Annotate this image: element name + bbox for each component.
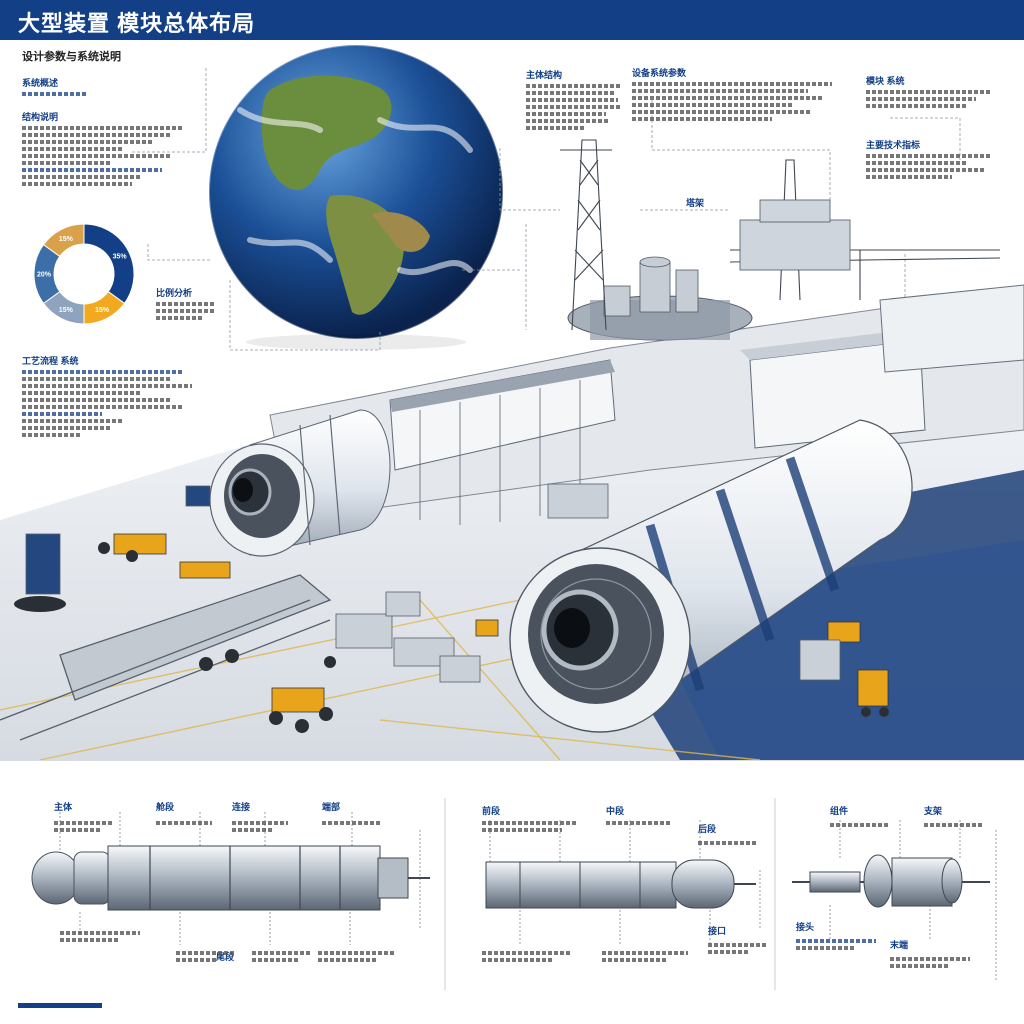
subtitle: 设计参数与系统说明 [22, 51, 121, 63]
donut-segment-label: 15% [95, 307, 110, 314]
text-block-heading: 设备系统参数 [632, 68, 687, 78]
diagram-label: 前段 [482, 806, 501, 816]
right-module [509, 419, 913, 733]
text-block-heading: 结构说明 [22, 112, 59, 122]
text-block-heading: 工艺流程 系统 [22, 356, 79, 366]
leader-lines [130, 68, 961, 351]
diagram-label: 主体 [54, 802, 73, 812]
technical-diagram-3 [774, 798, 997, 990]
text-block-top-mid-b: 设备系统参数 [632, 66, 840, 124]
text-block-tower-label: 塔架 [686, 196, 746, 212]
diagram-label: 连接 [232, 802, 251, 812]
globe-illustration [208, 44, 504, 350]
vehicles [14, 483, 889, 733]
technical-diagram-2 [444, 798, 761, 990]
donut-segment-label: 35% [113, 253, 128, 260]
page-title: 大型装置 模块总体布局 [18, 11, 256, 36]
diagram-label: 舱段 [156, 802, 175, 812]
main-facility [269, 139, 1024, 525]
diagram-1-labels: 主体 舱段 连接 端部 尾段 [36, 800, 436, 990]
donut-segment-label: 15% [59, 236, 74, 243]
text-block-left-b: 结构说明 [22, 110, 188, 189]
text-block-left-c: 工艺流程 系统 [22, 354, 200, 440]
diagram-label: 接口 [708, 926, 727, 936]
diagram-label: 末端 [890, 940, 909, 950]
text-block-heading: 塔架 [686, 198, 705, 208]
text-block-heading: 系统概述 [22, 78, 59, 88]
section-divider [0, 760, 1024, 761]
text-block-heading: 主要技术指标 [866, 140, 921, 150]
diagram-2-labels: 前段 中段 后段 接口 [482, 804, 772, 994]
diagram-label: 端部 [322, 802, 341, 812]
technical-diagram-1 [31, 812, 430, 945]
diagram-label: 中段 [606, 806, 625, 816]
diagram-label: 组件 [830, 806, 849, 816]
left-module [209, 409, 391, 557]
bottom-accent-bar [18, 1003, 102, 1008]
diagram-label: 后段 [698, 824, 717, 834]
text-block-heading: 比例分析 [156, 288, 193, 298]
donut-segment-label: 20% [37, 272, 52, 279]
diagram-3-labels: 组件 支架 接头 末端 [794, 800, 1000, 994]
text-block-top-right-b: 主要技术指标 [866, 138, 1000, 182]
text-block-heading: 主体结构 [526, 70, 563, 80]
text-block-donut-note: 比例分析 [156, 286, 230, 323]
diagram-label: 接头 [796, 922, 815, 932]
donut-segment-label: 15% [59, 307, 74, 314]
diagram-label: 支架 [924, 806, 943, 816]
text-block-top-mid-a: 主体结构 [526, 68, 626, 133]
conveyor-rails [0, 574, 332, 741]
diagram-label: 尾段 [216, 952, 235, 962]
text-block-top-right-a: 模块 系统 [866, 74, 1000, 111]
text-block-left-a: 系统概述 [22, 76, 90, 99]
donut-chart: 35% 15% 15% 20% 15% [33, 223, 135, 325]
text-block-heading: 模块 系统 [866, 76, 905, 86]
header-bar: 大型装置 模块总体布局 [0, 0, 1024, 40]
